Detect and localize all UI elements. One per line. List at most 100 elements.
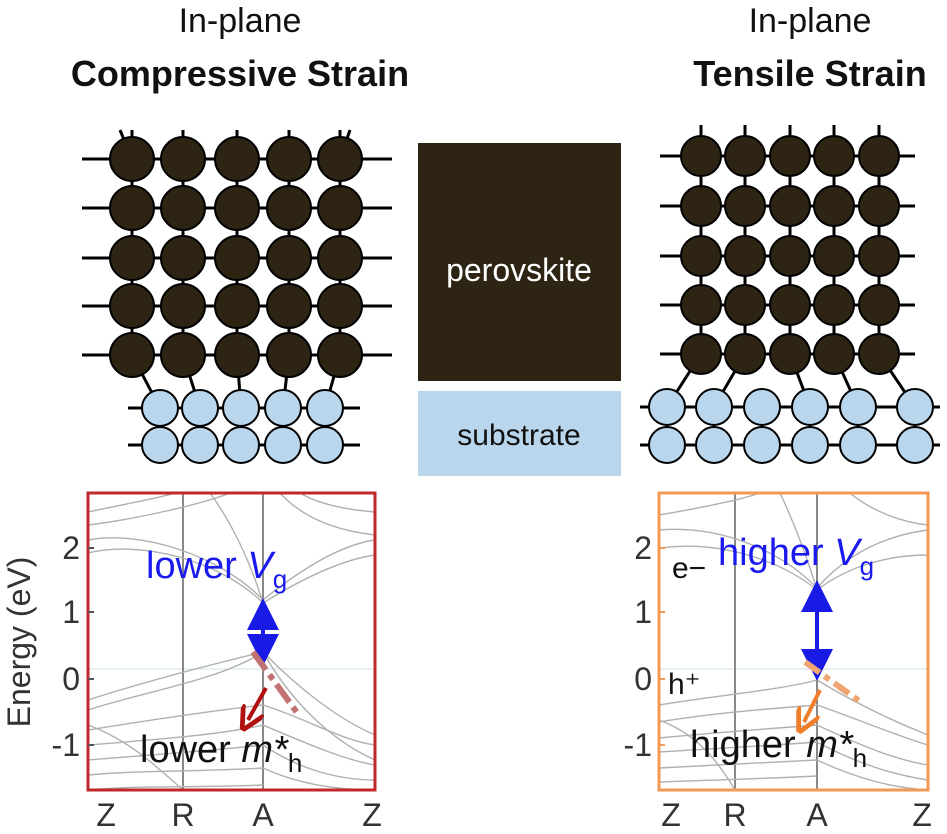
perovskite-atom — [214, 185, 260, 231]
perovskite-atom — [813, 284, 855, 326]
substrate-atom — [839, 388, 877, 426]
perovskite-atom — [858, 235, 900, 277]
perovskite-atom — [214, 283, 260, 329]
right-electron-label: e− — [672, 552, 706, 585]
substrate-atom — [181, 389, 219, 427]
left-vg-var: V — [247, 545, 276, 587]
left-mass-dash — [250, 650, 301, 716]
perovskite-atom — [214, 136, 260, 182]
right-vg-label: higher Vg — [718, 532, 874, 581]
perovskite-atom — [214, 332, 260, 378]
left-mh-var: m* — [241, 729, 289, 771]
left-y-ticks: 2 1 0 -1 — [52, 530, 94, 763]
x-tick-label: Z — [661, 797, 681, 833]
substrate-block — [418, 391, 621, 476]
right-mh-var: m* — [806, 724, 854, 766]
substrate-atom — [181, 426, 219, 464]
perovskite-atom — [724, 135, 766, 177]
perovskite-atom — [769, 284, 811, 326]
left-band-frame — [86, 491, 377, 792]
perovskite-atom — [858, 135, 900, 177]
right-vg-prefix: higher — [718, 532, 834, 574]
perovskite-atom — [680, 333, 722, 375]
perovskite-atom — [266, 235, 312, 281]
right-mh-label: higher m*h — [690, 724, 867, 773]
right-hole-label: h⁺ — [668, 668, 701, 701]
substrate-label: substrate — [457, 419, 580, 452]
right-band-panel: e− h⁺ higher Vg higher m*h — [657, 491, 930, 792]
perovskite-atom — [109, 185, 155, 231]
substrate-atom — [896, 388, 934, 426]
y-tick-label: 1 — [62, 594, 80, 630]
left-vg-label: lower Vg — [146, 545, 287, 594]
substrate-atom — [306, 389, 344, 427]
right-mh-sub: h — [853, 743, 867, 773]
substrate-atom — [743, 426, 781, 464]
y-axis-label: Energy (eV) — [1, 557, 37, 728]
perovskite-atom — [680, 185, 722, 227]
perovskite-atom — [266, 332, 312, 378]
substrate-atom — [791, 426, 829, 464]
perovskite-label: perovskite — [446, 252, 592, 288]
left-mass-arrow — [248, 687, 268, 720]
perovskite-atom — [813, 235, 855, 277]
y-tick-label: 0 — [62, 661, 80, 697]
x-tick-label: Z — [362, 797, 382, 833]
left-band-panel: lower Vg lower m*h — [86, 491, 377, 792]
substrate-atom — [839, 426, 877, 464]
substrate-atom — [222, 426, 260, 464]
perovskite-atom — [680, 135, 722, 177]
substrate-atom — [896, 426, 934, 464]
substrate-atom — [743, 388, 781, 426]
y-tick-label: -1 — [52, 727, 80, 763]
perovskite-atom — [160, 235, 206, 281]
perovskite-atom — [317, 283, 363, 329]
y-tick-label: 1 — [634, 594, 652, 630]
perovskite-atom — [109, 283, 155, 329]
x-tick-label: Z — [912, 797, 932, 833]
substrate-atom — [306, 426, 344, 464]
y-tick-label: 2 — [62, 530, 80, 566]
tensile-lattice — [640, 125, 940, 464]
perovskite-atom — [266, 185, 312, 231]
right-vg-var: V — [834, 532, 863, 574]
perovskite-atom — [317, 332, 363, 378]
y-tick-label: -1 — [624, 727, 652, 763]
perovskite-atom — [858, 185, 900, 227]
substrate-atom — [222, 389, 260, 427]
y-tick-label: 2 — [634, 530, 652, 566]
perovskite-atom — [317, 235, 363, 281]
left-mh-sub: h — [288, 748, 302, 778]
perovskite-atom — [813, 333, 855, 375]
substrate-atom — [141, 426, 179, 464]
perovskite-atom — [214, 235, 260, 281]
perovskite-atom — [266, 283, 312, 329]
perovskite-atom — [769, 135, 811, 177]
substrate-atom — [695, 388, 733, 426]
x-tick-label: R — [171, 797, 194, 833]
substrate-atom — [791, 388, 829, 426]
perovskite-atom — [858, 333, 900, 375]
perovskite-atom — [724, 185, 766, 227]
left-title-line2: Compressive Strain — [71, 53, 409, 94]
right-mh-prefix: higher — [690, 724, 806, 766]
perovskite-atom — [317, 136, 363, 182]
perovskite-atom — [769, 235, 811, 277]
perovskite-atom — [813, 135, 855, 177]
left-vg-prefix: lower — [146, 545, 247, 587]
left-title-line1: In-plane — [179, 2, 302, 40]
right-mass-dash — [803, 659, 864, 706]
right-band-frame — [657, 491, 930, 792]
substrate-atom — [264, 426, 302, 464]
perovskite-atom — [813, 185, 855, 227]
perovskite-atom — [160, 332, 206, 378]
perovskite-atom — [160, 185, 206, 231]
perovskite-atom — [266, 136, 312, 182]
x-tick-label: A — [252, 797, 274, 833]
perovskite-atom — [160, 136, 206, 182]
perovskite-atom — [680, 235, 722, 277]
x-tick-label: A — [806, 797, 828, 833]
right-title-line2: Tensile Strain — [693, 53, 926, 94]
left-vg-sub: g — [273, 564, 287, 594]
